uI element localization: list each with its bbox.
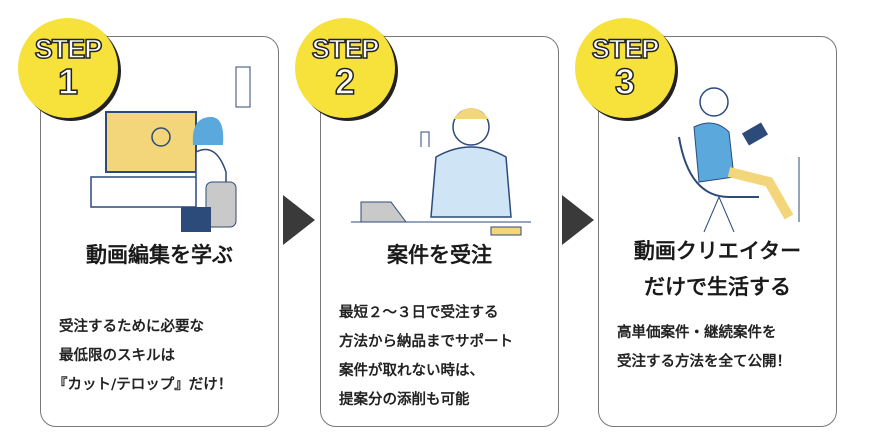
order-receiving-illustration (351, 108, 531, 236)
title-line: 動画クリエイター (633, 239, 802, 263)
badge-number: 3 (614, 61, 636, 102)
step-3-title: 動画クリエイター だけで生活する (599, 233, 836, 305)
step-3-description: 高単価案件・継続案件を 受注する方法を全て公開！ (617, 319, 830, 377)
badge-label: STEP (311, 33, 380, 65)
badge-label: STEP (34, 33, 103, 65)
description-line: 受注する方法を全て公開！ (617, 354, 791, 370)
description-line: 受注するために必要な (59, 319, 204, 335)
description-line: 高単価案件・継続案件を (617, 325, 777, 341)
step-3-badge: STEP 3 (575, 18, 675, 118)
step-2-description: 最短２〜３日で受注する 方法から納品までサポート 案件が取れない時は、 提案分の… (339, 299, 552, 415)
description-line: 提案分の添削も可能 (339, 392, 470, 408)
step-2-title: 案件を受注 (387, 243, 492, 267)
badge-number: 2 (334, 61, 356, 102)
creator-lifestyle-illustration (678, 87, 800, 233)
description-line: 最低限のスキルは (59, 348, 175, 364)
step-1-card: 動画編集を学ぶ 受注するために必要な 最低限のスキルは 『カット/テロップ』だけ… (40, 36, 279, 427)
title-line: だけで生活する (644, 275, 791, 299)
step-1-badge: STEP 1 (18, 18, 118, 118)
description-line: 方法から納品までサポート (339, 334, 513, 350)
next-arrow-icon (562, 195, 594, 245)
step-1-title: 動画編集を学ぶ (86, 243, 233, 267)
badge-label: STEP (591, 33, 660, 65)
step-1-description: 受注するために必要な 最低限のスキルは 『カット/テロップ』だけ！ (53, 313, 272, 400)
description-line: 『カット/テロップ』だけ！ (53, 377, 233, 393)
description-line: 最短２〜３日で受注する (339, 305, 499, 321)
badge-number: 1 (57, 61, 79, 102)
description-line: 案件が取れない時は、 (339, 363, 484, 379)
video-editing-illustration (90, 66, 251, 232)
step-2-badge: STEP 2 (295, 18, 395, 118)
next-arrow-icon (283, 195, 315, 245)
